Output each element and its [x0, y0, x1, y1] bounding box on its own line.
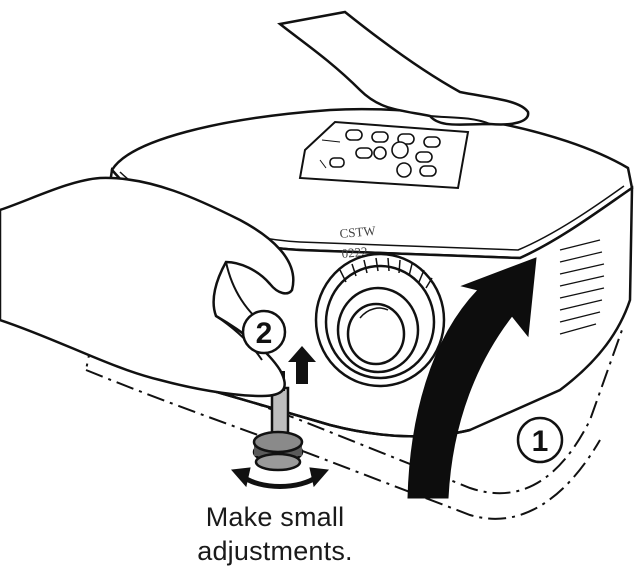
step-1-number: 1	[532, 425, 549, 458]
projector-lens	[314, 252, 446, 388]
double-curved-arrow-icon	[230, 467, 330, 489]
up-arrow-icon	[288, 346, 316, 384]
hand-left	[0, 176, 295, 398]
caption-line-1: Make small	[205, 502, 345, 532]
step-2-number: 2	[256, 317, 273, 350]
adjustment-caption: Make small adjustments.	[175, 500, 375, 568]
step-1-marker: 1	[516, 416, 564, 464]
step-2-marker: 2	[241, 309, 287, 355]
caption-line-2: adjustments.	[197, 536, 353, 566]
logo-line-1: CSTW	[339, 223, 377, 241]
control-panel	[298, 120, 470, 190]
hand-top	[277, 10, 530, 126]
adjustment-foot	[252, 386, 304, 472]
curved-up-arrow-icon	[407, 257, 537, 499]
